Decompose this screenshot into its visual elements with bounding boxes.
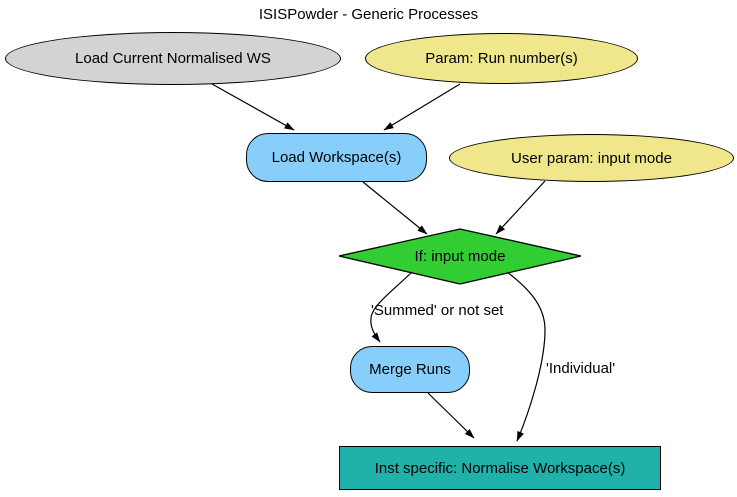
node-label: Merge Runs [369, 361, 451, 378]
node-merge-runs: Merge Runs [350, 346, 470, 393]
edge-if-to-merge-runs [370, 270, 414, 343]
node-param-run-numbers: Param: Run number(s) [365, 33, 638, 84]
node-label: Inst specific: Normalise Workspace(s) [374, 459, 626, 477]
diagram-title: ISISPowder - Generic Processes [258, 6, 479, 23]
node-load-workspaces: Load Workspace(s) [246, 133, 427, 182]
node-if-input-mode-label: If: input mode [414, 248, 506, 265]
node-label: Load Workspace(s) [271, 149, 402, 166]
node-inst-specific-normalise-workspaces: Inst specific: Normalise Workspace(s) [339, 446, 661, 490]
edge-label-individual: 'Individual' [546, 360, 616, 377]
node-user-param-input-mode: User param: input mode [449, 134, 734, 182]
edge-label-summed-or-not-set: 'Summed' or not set [371, 302, 504, 319]
edge-load-workspaces-to-if [362, 181, 428, 235]
edge-merge-runs-to-inst-specific [427, 392, 475, 439]
node-label: Param: Run number(s) [425, 50, 578, 67]
node-if-input-mode-shape [338, 228, 582, 285]
edge-load-current-to-load-workspaces [211, 83, 295, 131]
node-load-current-normalised-ws: Load Current Normalised WS [5, 32, 341, 85]
edge-if-to-inst-specific [506, 271, 546, 442]
edge-user-param-to-if [495, 180, 546, 235]
node-label: User param: input mode [511, 149, 672, 167]
node-label: Load Current Normalised WS [75, 50, 271, 67]
edge-param-run-to-load-workspaces [383, 83, 461, 131]
